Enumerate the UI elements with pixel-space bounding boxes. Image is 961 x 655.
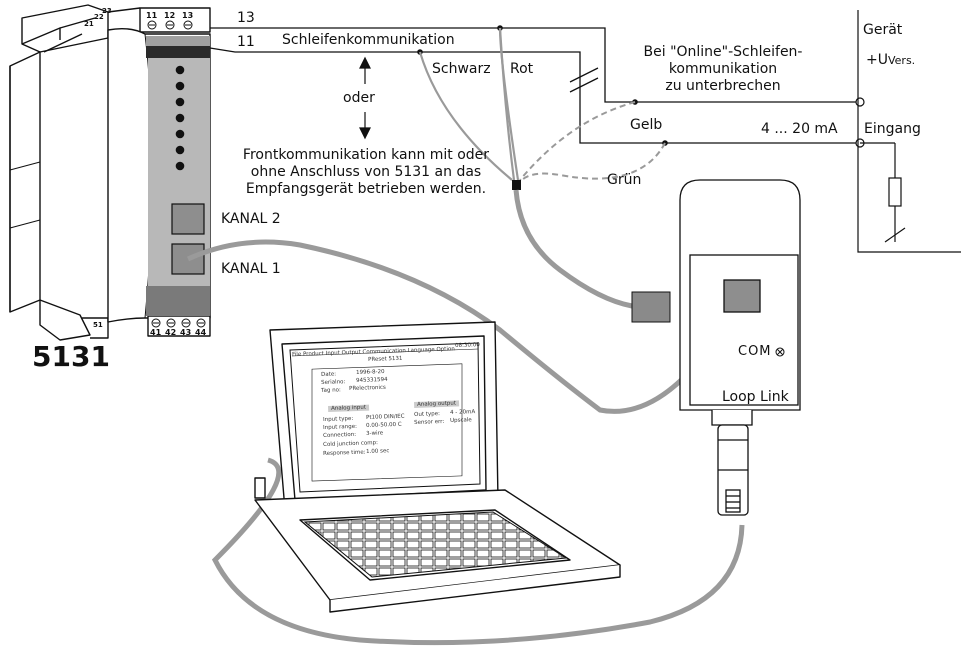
led-2	[175, 81, 185, 91]
green-label: Grün	[607, 172, 642, 188]
screen-serial-label: Serialno:	[321, 379, 346, 386]
front-comm-note-3: Empfangsgerät betrieben werden.	[245, 181, 487, 197]
front-comm-note-1: Frontkommunikation kann mit oder	[242, 147, 490, 163]
screen-sensor-err-label: Sensor err:	[414, 418, 445, 426]
black-label: Schwarz	[432, 61, 491, 77]
screen-tag-value: PRelectronics	[349, 384, 386, 392]
interruption-mark	[569, 67, 599, 93]
led-4	[175, 113, 185, 123]
front-comm-note-2: ohne Anschluss von 5131 an das	[250, 164, 482, 180]
receiver-supply: +UVers.	[866, 53, 915, 68]
wire-11-label: 11	[237, 34, 255, 50]
wire-13	[210, 27, 860, 103]
laptop-screen	[289, 342, 481, 493]
com-symbol-icon	[775, 347, 785, 357]
screen-input-range-label: Input range:	[323, 423, 358, 431]
screen-out-type-value: 4 - 20mA	[450, 409, 476, 416]
screen-connection-label: Connection:	[323, 431, 357, 439]
channel-2-socket	[171, 203, 205, 235]
online-note-2: kommunikation	[668, 61, 778, 77]
black-lead	[418, 51, 513, 181]
screen-out-type-label: Out type:	[414, 411, 441, 418]
led-column	[175, 65, 185, 171]
or-arrows	[359, 56, 371, 140]
com-label: COM	[738, 344, 772, 359]
screen-connection-value: 3-wire	[366, 430, 384, 437]
green-lead	[519, 142, 666, 183]
receiver-title: Gerät	[863, 22, 903, 38]
top-screw-terminals	[147, 20, 193, 30]
terminal-label-13: 13	[182, 11, 194, 20]
lead-connector	[512, 180, 521, 190]
front-bottom-band	[146, 286, 210, 316]
channel-2-label: KANAL 2	[221, 211, 281, 227]
terminal-label-43: 43	[180, 328, 192, 337]
screen-clock: 08:30:00	[455, 342, 480, 349]
front-top-band	[146, 36, 210, 46]
supply-sub: Vers.	[887, 54, 916, 67]
or-label: oder	[343, 90, 375, 106]
loop-link-box	[679, 179, 801, 516]
yellow-label: Gelb	[630, 117, 663, 133]
current-range: 4 ... 20 mA	[761, 121, 838, 137]
screen-date-label: Date:	[321, 371, 337, 378]
red-label: Rot	[510, 61, 534, 77]
receiver-terminals	[855, 97, 865, 148]
screen-input-type-label: Input type:	[323, 415, 354, 423]
clip-leads	[418, 27, 520, 181]
screen-sensor-err-value: Upscale	[450, 417, 472, 424]
screen-tag-label: Tag no:	[321, 387, 341, 394]
device-model: 5131	[32, 340, 110, 373]
yellow-lead	[519, 101, 636, 181]
terminal-label-11: 11	[146, 11, 158, 20]
terminal-label-12: 12	[164, 11, 176, 20]
receiver-box	[857, 10, 961, 253]
screen-response-value: 1.00 sec	[366, 448, 390, 455]
receiver-input: Eingang	[864, 121, 921, 137]
laptop-keyboard	[303, 511, 568, 578]
wiring	[209, 27, 860, 144]
screen-serial-value: 945331594	[356, 376, 388, 384]
loop-comm-label: Schleifenkommunikation	[282, 32, 455, 48]
online-note-1: Bei "Online"-Schleifen-	[643, 44, 803, 60]
screen-title: PReset 5131	[368, 355, 403, 363]
terminal-label-42: 42	[165, 328, 177, 337]
terminal-label-21: 21	[84, 20, 94, 28]
terminal-label-22: 22	[94, 13, 104, 21]
loop-plug	[631, 291, 671, 323]
screen-input-range-value: 0.00-50.00 C	[366, 421, 402, 429]
looplink-name: Loop Link	[722, 389, 789, 405]
terminal-label-51: 51	[93, 321, 103, 329]
wire-11	[209, 47, 860, 144]
led-6	[175, 145, 185, 155]
supply-prefix: +U	[866, 52, 888, 68]
led-3	[175, 97, 185, 107]
serial-cable	[211, 457, 745, 646]
led-5	[175, 129, 185, 139]
bottom-screw-terminals	[151, 318, 206, 328]
screen-date-value: 1996-8-20	[356, 369, 385, 376]
terminal-label-23: 23	[102, 7, 112, 15]
led-1	[175, 65, 185, 75]
terminal-label-41: 41	[150, 328, 162, 337]
channel-1-label: KANAL 1	[221, 261, 281, 277]
led-7	[175, 161, 185, 171]
dashed-leads	[519, 101, 666, 183]
front-dark-band	[146, 46, 210, 58]
online-note-3: zu unterbrechen	[665, 78, 781, 94]
wire-13-label: 13	[237, 10, 255, 26]
loop-cable	[513, 189, 633, 309]
terminal-label-44: 44	[195, 328, 207, 337]
